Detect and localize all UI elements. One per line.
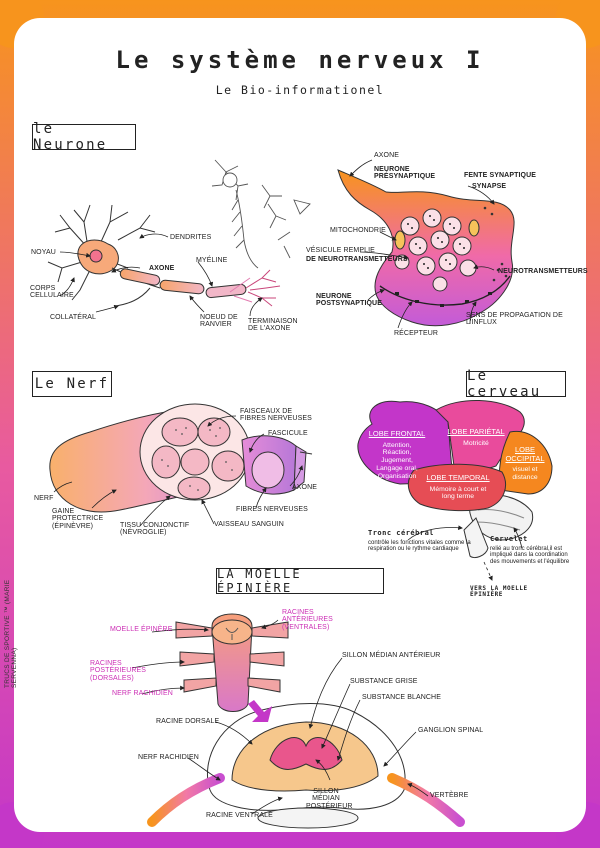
label-fente-synaptique: Fente synaptique: [464, 172, 536, 179]
label-racine-dorsale: Racine dorsale: [156, 718, 220, 725]
label-nerf-rachidien-2: Nerf rachidien: [138, 754, 199, 761]
lobe-frontal: Lobe frontal Attention, Réaction, Jugeme…: [364, 429, 430, 481]
label-vertebre: Vertèbre: [430, 792, 469, 799]
label-axone: Axone: [149, 265, 175, 272]
label-vaisseau: Vaisseau sanguin: [214, 521, 284, 528]
label-sillon-anterieur: Sillon médian antérieur: [342, 652, 441, 659]
label-vesicule-2: de neurotransmetteurs: [306, 256, 408, 263]
label-faisceaux: Faisceaux de fibres nerveuses: [240, 408, 312, 423]
heading-neurone-text: le Neurone: [33, 121, 108, 153]
cervelet-desc: relié au tronc cérébral,il est impliqué …: [490, 546, 570, 565]
credit-text: TRUCS DE SPORTIVE ™ (MARIE SERVENNA): [4, 579, 18, 688]
label-fascicule: Fascicule: [268, 430, 308, 437]
spinal-cord-drawing: [147, 613, 465, 829]
label-nerf-axone: Axone: [292, 484, 318, 491]
lobe-occipital: Lobe occipital visuel et distance: [504, 445, 546, 482]
label-sens-propagation: Sens de propagation de l'influx: [466, 312, 563, 327]
cervelet-title: Cervelet: [490, 535, 528, 543]
label-dendrites: Dendrites: [170, 234, 212, 241]
lobe-temporal-name: Lobe temporal: [426, 473, 490, 482]
label-syn-axone: Axone: [374, 152, 400, 159]
label-noyau: Noyau: [31, 249, 56, 256]
label-vesicule-1: Vésicule remplie: [306, 247, 375, 254]
label-terminaison: Terminaison de l'axone: [248, 318, 298, 333]
tronc-desc: contrôle les fonctions vitales comme la …: [368, 540, 471, 553]
lobe-parietal: Lobe pariétal Motricité: [436, 427, 516, 447]
label-fibres: Fibres nerveuses: [236, 506, 308, 513]
page-title: Le système nerveux I: [115, 46, 485, 74]
section-heading-cerveau: Le cerveau: [466, 368, 566, 400]
lobe-parietal-name: Lobe pariétal: [447, 427, 505, 436]
label-synapse: Synapse: [472, 183, 507, 190]
label-corps-cellulaire: Corps cellulaire: [30, 285, 74, 300]
neuron-drawing: [47, 204, 281, 307]
brain-drawing: [357, 400, 553, 559]
label-racines-posterieures: Racines postérieures (dorsales): [90, 660, 147, 682]
lobe-occipital-name: Lobe occipital: [505, 445, 545, 463]
label-neurone-postsynaptique: Neurone postsynaptique: [316, 293, 382, 308]
label-racine-ventrale: Racine ventrale: [206, 812, 273, 819]
label-substance-blanche: Substance blanche: [362, 694, 441, 701]
label-neurotransmetteurs: Neurotransmetteurs: [498, 268, 588, 275]
label-moelle: Moelle épinère: [110, 626, 173, 633]
lobe-temporal-desc: Mémoire à court et long terme: [429, 485, 487, 501]
nerve-drawing: [49, 403, 313, 513]
tronc-title: Tronc cérébral: [368, 529, 435, 537]
heading-cerveau-text: Le cerveau: [467, 368, 542, 400]
neuron-sketch: [211, 159, 311, 269]
lobe-parietal-desc: Motricité: [463, 439, 489, 447]
heading-nerf-text: Le Nerf: [34, 376, 110, 392]
page-subtitle: Le Bio-informationel: [215, 83, 385, 97]
label-racines-anterieures: Racines antérieures (ventrales): [282, 609, 333, 631]
lobe-frontal-name: Lobe frontal: [368, 429, 426, 438]
leader-lines: [53, 159, 523, 815]
label-tissu: Tissu conjonctif (névroglie): [120, 522, 190, 537]
label-substance-grise: Substance grise: [350, 678, 418, 685]
label-nerf: Nerf: [34, 495, 54, 502]
lobe-temporal: Lobe temporal Mémoire à court et long te…: [418, 473, 498, 501]
lobe-frontal-desc: Attention, Réaction, Jugement, Langage o…: [376, 441, 418, 480]
section-heading-neurone: le Neurone: [32, 121, 136, 153]
heading-moelle-text: la moelle épinière: [217, 567, 302, 595]
label-collateral: Collatéral: [50, 314, 96, 321]
vers-moelle: Vers la moelle épinière: [470, 585, 528, 599]
label-recepteur: Récepteur: [394, 330, 439, 337]
label-mitochondrie: Mitochondrie: [330, 227, 386, 234]
section-heading-nerf: Le Nerf: [32, 371, 112, 397]
label-sillon-posterieur: Sillon médian postérieur: [306, 788, 353, 810]
section-heading-moelle: la moelle épinière: [216, 567, 384, 595]
lobe-occipital-desc: visuel et distance: [512, 466, 538, 482]
label-neurone-presynaptique: Neurone présynaptique: [374, 166, 436, 181]
label-noeud-ranvier: Noeud de Ranvier: [200, 314, 238, 329]
label-ganglion: Ganglion spinal: [418, 727, 484, 734]
label-nerf-rachidien-1: Nerf rachidien: [112, 690, 173, 697]
synapse-drawing: [337, 169, 515, 327]
label-gaine: Gaine protectrice (épinèvre): [52, 508, 104, 530]
label-myeline: Myéline: [196, 257, 228, 264]
